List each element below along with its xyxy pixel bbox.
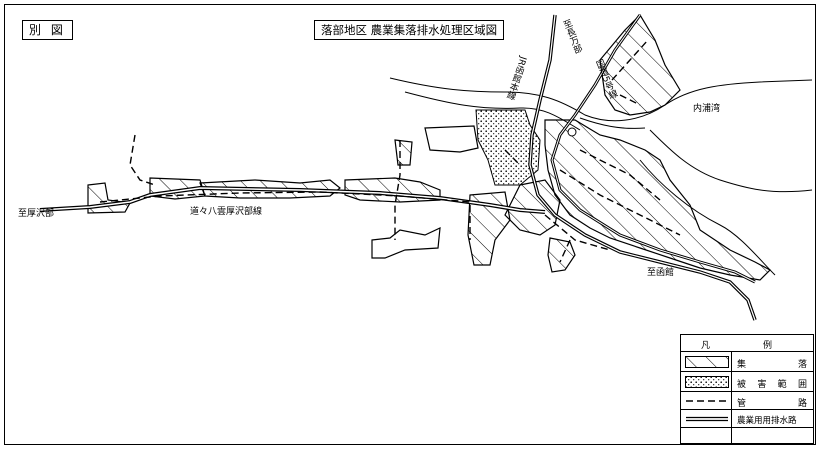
legend-row-empty — [681, 427, 813, 444]
double-line-icon — [686, 416, 728, 422]
legend-header: 凡 例 — [681, 335, 813, 351]
legend-row-pipeline: 管 路 — [681, 391, 813, 409]
label-route-name: 道々八雲厚沢部線 — [190, 207, 263, 217]
river-line — [389, 77, 813, 122]
coastline — [649, 129, 813, 193]
legend-label-canal: 農業用用排水路 — [737, 416, 797, 426]
settlement-area-west-2 — [87, 182, 131, 214]
river-line-2 — [404, 91, 581, 131]
legend-label-settlement: 集 落 — [737, 360, 807, 370]
legend-label-damage: 被 害 範 囲 — [737, 380, 807, 390]
label-to-atsusawabe: 至厚沢部 — [18, 209, 55, 219]
station-marker — [567, 127, 577, 137]
settlement-area-south-2 — [547, 237, 576, 273]
map-title: 落部地区 農業集落排水処理区域図 — [314, 20, 505, 40]
figure-label: 別 図 — [22, 20, 73, 40]
legend-row-settlement: 集 落 — [681, 351, 813, 371]
settlement-area-north — [599, 14, 681, 116]
map-frame — [4, 4, 816, 445]
river-bend — [579, 117, 646, 129]
label-uchiura-bay: 内浦湾 — [693, 104, 721, 114]
dotted-area-icon — [685, 376, 729, 388]
label-to-hakodate: 至函館 — [647, 268, 675, 278]
dashed-line-icon — [686, 400, 728, 402]
legend-row-canal: 農業用用排水路 — [681, 409, 813, 427]
legend-title-right: 例 — [763, 341, 773, 351]
legend-title-left: 凡 — [701, 341, 711, 351]
settlement-area-south — [467, 191, 511, 266]
settlement-area-east — [544, 119, 771, 281]
facility-area — [424, 125, 479, 153]
hatch-area-icon — [685, 356, 729, 368]
pipeline-network — [99, 39, 681, 263]
legend-row-damage: 被 害 範 囲 — [681, 371, 813, 391]
settlement-area-small — [394, 139, 413, 166]
legend-label-pipeline: 管 路 — [737, 399, 807, 409]
legend: 凡 例 集 落 被 害 範 囲 管 路 農業用用排水路 — [680, 334, 814, 444]
facility-area-2 — [371, 227, 441, 259]
damage-area — [475, 109, 541, 186]
